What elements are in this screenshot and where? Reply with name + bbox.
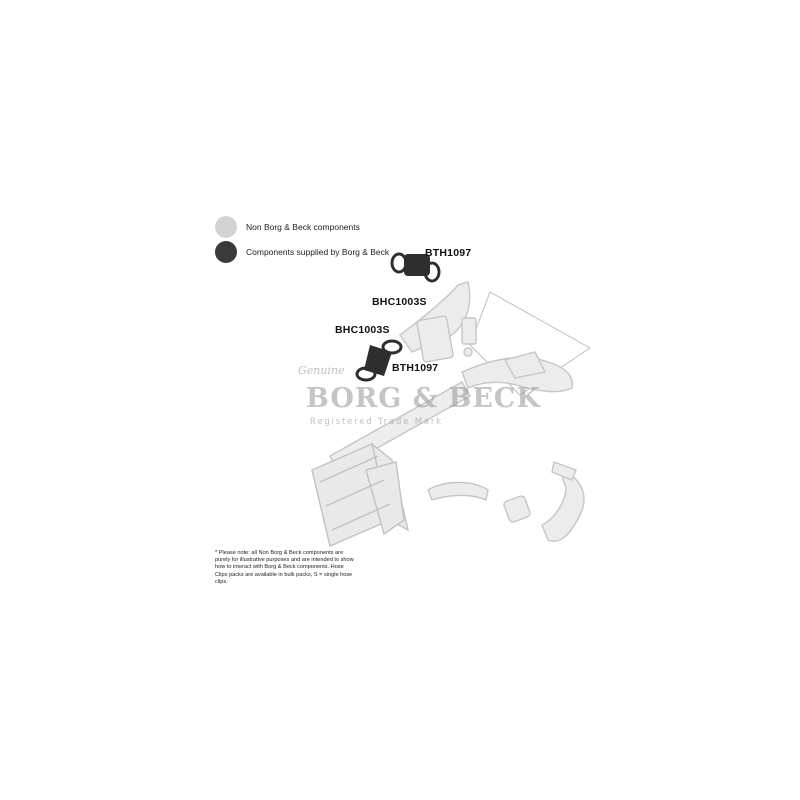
legend-non-bb: Non Borg & Beck components: [215, 216, 360, 238]
bth1097-mid-hose: [355, 339, 403, 382]
upper-intake-hose: [399, 281, 477, 363]
legend-bb: Components supplied by Borg & Beck: [215, 241, 389, 263]
legend-bb-label: Components supplied by Borg & Beck: [246, 247, 390, 257]
part-label-bth1097-mid: BTH1097: [392, 362, 439, 374]
watermark-script: Genuine: [298, 364, 345, 377]
legend-dark-dot: [215, 241, 237, 263]
legend-light-dot: [215, 216, 237, 238]
legend-non-bb-label: Non Borg & Beck components: [246, 222, 360, 232]
intercooler: [311, 442, 410, 547]
right-outlet-hose: [461, 351, 574, 393]
bth1097-top-hose: [390, 252, 441, 283]
watermark-brand: BORG & BECK: [306, 383, 541, 414]
lower-hoses: [427, 461, 585, 542]
disclaimer-note: * Please note: all Non Borg & Beck compo…: [215, 550, 354, 585]
part-label-bth1097-top: BTH1097: [425, 247, 472, 259]
part-label-bhc1003s-mid: BHC1003S: [335, 324, 390, 336]
watermark-subtitle: Registered Trade Mark: [310, 417, 443, 427]
part-label-bhc1003s-top: BHC1003S: [372, 296, 427, 308]
